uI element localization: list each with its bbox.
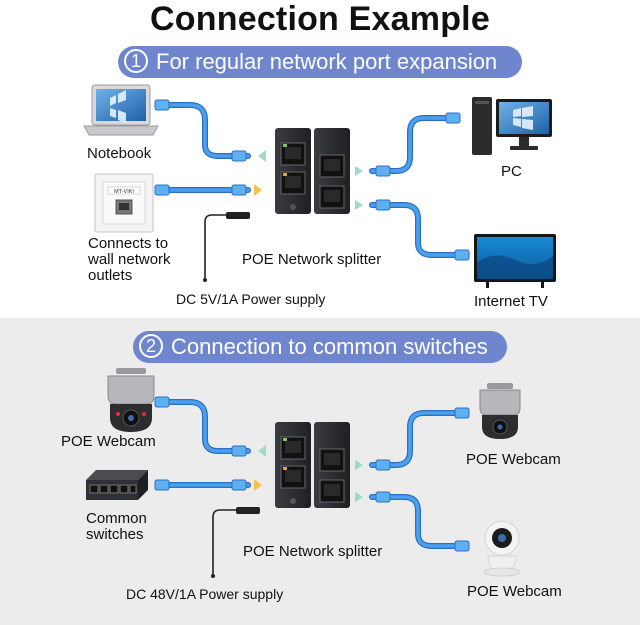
webcam-left-label: POE Webcam [61,433,156,450]
pc-label: PC [501,163,522,180]
section2-splitter-label: POE Network splitter [243,543,383,560]
section2-power-label: DC 48V/1A Power supply [126,586,284,602]
section1-right-cables [369,115,465,258]
wall-outlet-label-line3: outlets [88,267,133,284]
switch-icon [86,470,148,500]
section2-arrows-left [254,445,266,491]
section1-right-plugs [375,112,470,261]
switch-label-line1: Common [86,510,147,527]
section2-left-plugs [154,396,247,491]
section1-power-label: DC 5V/1A Power supply [176,291,326,307]
section1-splitter-right-unit [314,128,350,214]
section2-arrows-right [355,460,363,502]
webcam-left-icon [107,368,155,432]
page-title: Connection Example [150,0,490,38]
section2-right-plugs [375,407,470,552]
wall-plate-brand: MT-VIKI [114,189,134,195]
section1-left-cables [160,102,251,193]
wall-outlet-label-line1: Connects to [88,235,169,252]
section2-splitter-left-unit [275,422,311,508]
notebook-icon [83,84,159,136]
section2-power-cable [211,507,260,578]
section1-splitter-left-unit [275,128,311,214]
notebook-label: Notebook [87,145,152,162]
section2-heading: Connection to common switches [171,334,488,359]
webcam-right-top-icon [479,383,521,439]
section1-splitter-label: POE Network splitter [242,251,382,268]
section1-heading-pill: 1 For regular network port expansion [118,46,522,78]
wall-outlet-icon: MT-VIKI [94,173,154,233]
wall-outlet-label-line2: wall network [88,251,171,268]
pc-icon [472,97,552,155]
section1-arrows-right [355,166,363,210]
section1-power-cable [203,212,250,282]
section2-number: 2 [139,334,163,358]
webcam-right-top-label: POE Webcam [466,451,561,468]
section1-number: 1 [124,49,148,73]
section2-heading-pill: 2 Connection to common switches [133,331,507,363]
switch-label-line2: switches [86,526,144,543]
webcam-right-bottom-icon [483,520,521,577]
section1-arrows-left [254,150,266,196]
webcam-right-bottom-label: POE Webcam [467,583,562,600]
section2-splitter-right-unit [314,422,350,508]
section1-left-plugs [154,99,247,196]
section2-left-cables [160,399,251,488]
internet-tv-label: Internet TV [474,293,548,310]
section1-heading: For regular network port expansion [156,49,498,74]
section2-right-cables [369,410,465,549]
tv-icon [474,234,556,288]
